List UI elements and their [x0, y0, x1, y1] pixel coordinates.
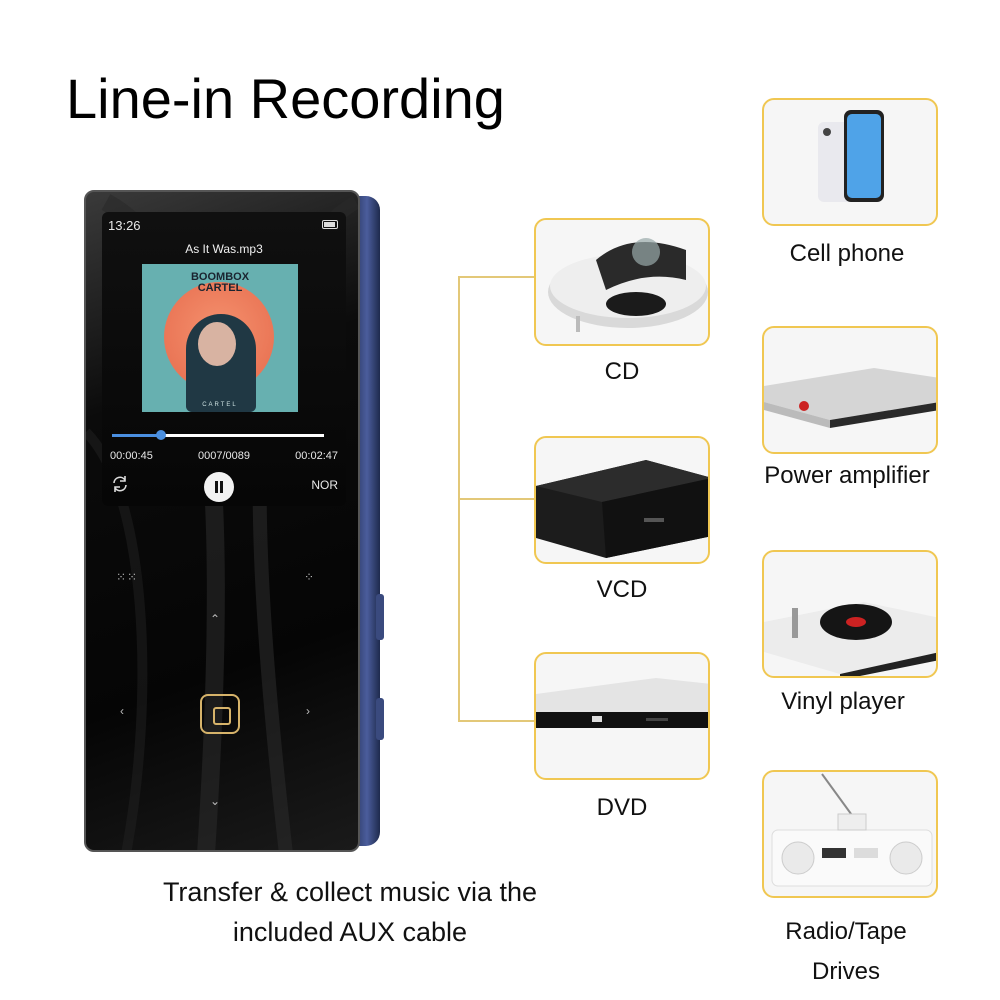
track-count: 0007/0089	[198, 450, 250, 462]
pause-button[interactable]	[204, 472, 234, 502]
power-amplifier-image	[764, 368, 936, 428]
source-card-vcd	[534, 436, 710, 564]
source-card-dvd	[534, 652, 710, 780]
power-button	[376, 698, 384, 740]
repeat-icon[interactable]	[110, 474, 130, 494]
home-button[interactable]	[200, 694, 240, 734]
down-touch-icon[interactable]: ⌄	[210, 794, 222, 808]
source-card-radio	[762, 770, 938, 898]
progress-bar[interactable]	[112, 430, 324, 440]
caption-line-1: Transfer & collect music via the	[162, 877, 538, 907]
dvd-drive-image	[536, 678, 708, 728]
menu-touch-icon[interactable]: ⁙⁙	[116, 570, 139, 584]
caption: Transfer & collect music via the include…	[100, 872, 600, 952]
source-card-power-amplifier	[762, 326, 938, 454]
source-card-cell-phone	[762, 98, 938, 226]
battery-icon	[322, 220, 338, 229]
source-label-cd: CD	[604, 358, 640, 385]
up-touch-icon[interactable]: ⌃	[210, 612, 222, 626]
left-touch-icon[interactable]: ‹	[120, 704, 125, 718]
source-card-vinyl-player	[762, 550, 938, 678]
source-label-vinyl-player: Vinyl player	[781, 688, 905, 715]
cell-phone-image	[818, 110, 884, 202]
back-touch-icon[interactable]: ⁘	[304, 570, 316, 584]
mp3-player: 13:26 As It Was.mp3 BOOMBOX CARTEL CARTE…	[84, 190, 384, 852]
album-art-title: BOOMBOX CARTEL	[190, 271, 250, 294]
vinyl-player-image	[764, 602, 936, 676]
album-art-face	[198, 322, 236, 366]
source-label-radio-line-2: Drives	[811, 958, 880, 985]
album-art-caption: CARTEL	[202, 402, 238, 408]
status-time: 13:26	[108, 218, 141, 233]
source-label-power-amplifier: Power amplifier	[764, 462, 930, 489]
play-mode[interactable]: NOR	[311, 478, 338, 492]
source-card-cd	[534, 218, 710, 346]
source-label-cell-phone: Cell phone	[789, 240, 905, 267]
source-label-radio: Radio/Tape Drives	[762, 912, 930, 992]
caption-line-2: included AUX cable	[232, 917, 468, 947]
track-name: As It Was.mp3	[185, 242, 263, 256]
vcd-player-image	[536, 460, 708, 558]
album-art: BOOMBOX CARTEL CARTEL	[142, 264, 298, 412]
progress-knob[interactable]	[155, 430, 166, 440]
connector-vcd	[458, 498, 534, 500]
device-front: 13:26 As It Was.mp3 BOOMBOX CARTEL CARTE…	[84, 190, 360, 852]
source-label-radio-line-1: Radio/Tape	[785, 918, 907, 945]
volume-button	[376, 594, 384, 640]
radio-image	[771, 773, 933, 887]
cd-player-image	[548, 238, 708, 332]
elapsed-time: 00:00:45	[110, 450, 153, 462]
player-screen: 13:26 As It Was.mp3 BOOMBOX CARTEL CARTE…	[102, 212, 346, 506]
source-label-dvd: DVD	[596, 794, 648, 821]
progress-fill	[112, 434, 161, 437]
source-label-vcd: VCD	[596, 576, 648, 603]
total-time: 00:02:47	[295, 450, 338, 462]
page-title: Line-in Recording	[66, 67, 505, 130]
connector-cd	[458, 276, 534, 278]
connector-dvd	[458, 720, 534, 722]
right-touch-icon[interactable]: ›	[306, 704, 311, 718]
